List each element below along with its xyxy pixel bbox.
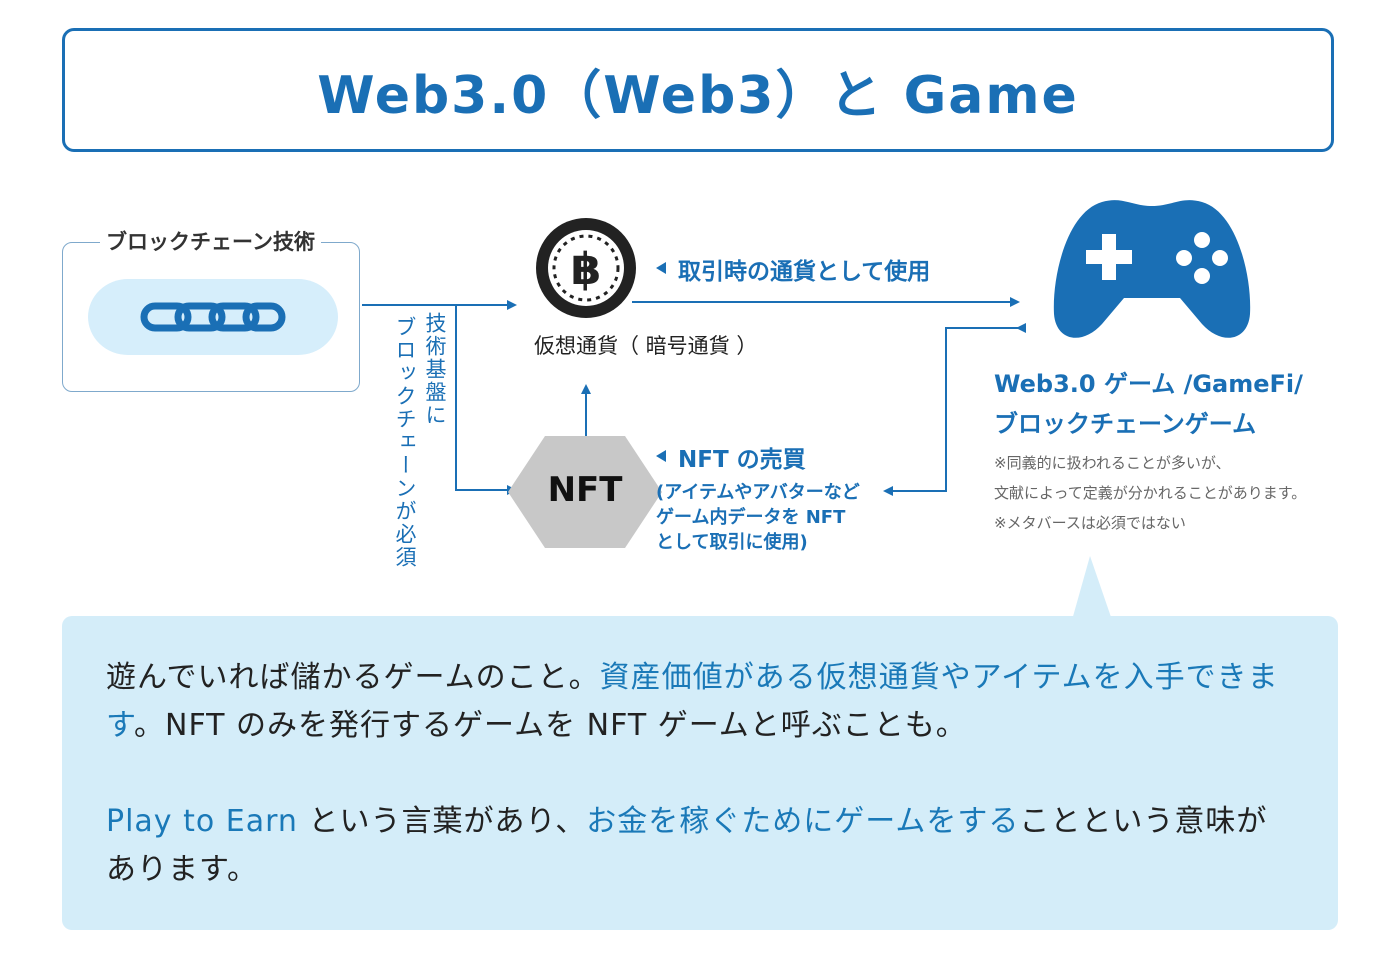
svg-text:฿: ฿ <box>571 244 602 295</box>
p1-text-a: 遊んでいれば儲かるゲームのこと。 <box>106 660 600 695</box>
game-note-3: ※メタバースは必須ではない <box>994 514 1186 532</box>
game-title-line1: Web3.0 ゲーム /GameFi/ <box>994 370 1303 398</box>
gamepad-icon <box>1053 200 1251 338</box>
nft-hexagon <box>508 436 662 548</box>
nft-sub-line1: (アイテムやアバターなど <box>656 482 860 503</box>
label-pointer-nft <box>656 450 666 462</box>
game-title-line2: ブロックチェーンゲーム <box>994 410 1257 438</box>
vertical-note-1: 技術基盤に <box>423 312 447 427</box>
game-notes: ※同義的に扱われることが多いが、 文献によって定義が分かれることがあります。 ※… <box>994 448 1306 538</box>
p2-text-a: という言葉があり、 <box>297 804 587 839</box>
nft-hex-label: NFT <box>547 470 623 510</box>
p2-highlight-1: Play to Earn <box>106 804 298 839</box>
title-box: Web3.0（Web3）と Game <box>62 28 1334 152</box>
arrow-to-nft <box>455 305 517 495</box>
chain-icon <box>88 279 338 355</box>
arrow-nft-trade <box>883 323 1026 496</box>
p2-text-b: ことという意味があります。 <box>106 804 1268 887</box>
body-pointer <box>1072 556 1112 620</box>
game-note-2: 文献によって定義が分かれることがあります。 <box>994 484 1307 502</box>
crypto-label: 仮想通貨（ 暗号通貨 ） <box>534 334 758 358</box>
blockchain-label: ブロックチェーン技術 <box>100 226 321 256</box>
vertical-note-2: ブロックチェーンが必須 <box>393 316 417 569</box>
game-note-1: ※同義的に扱われることが多いが、 <box>994 454 1231 472</box>
description-paragraph-2: Play to Earn という言葉があり、お金を稼ぐためにゲームをすることとい… <box>106 798 1296 894</box>
page-title: Web3.0（Web3）と Game <box>317 65 1079 126</box>
nft-trade-label: NFT の売買 <box>678 447 806 473</box>
bitcoin-icon: ฿ <box>536 218 636 318</box>
p1-text-b: 。NFT のみを発行するゲームを NFT ゲームと呼ぶことも。 <box>134 708 967 743</box>
description-paragraph-1: 遊んでいれば儲かるゲームのこと。資産価値がある仮想通貨やアイテムを入手できます。… <box>106 654 1296 750</box>
description-box <box>62 616 1338 930</box>
crypto-usage-label: 取引時の通貨として使用 <box>678 259 931 285</box>
p2-highlight-2: お金を稼ぐためにゲームをする <box>586 804 1020 839</box>
p1-highlight: 資産価値がある仮想通貨やアイテムを入手できます <box>106 660 1279 743</box>
label-pointer-crypto <box>656 262 666 274</box>
nft-sub-line2: ゲーム内データを NFT <box>656 507 846 528</box>
nft-sub-line3: として取引に使用) <box>656 532 808 553</box>
nft-sub-note: (アイテムやアバターなど ゲーム内データを NFT として取引に使用) <box>656 480 860 555</box>
game-title: Web3.0 ゲーム /GameFi/ ブロックチェーンゲーム <box>994 364 1303 444</box>
